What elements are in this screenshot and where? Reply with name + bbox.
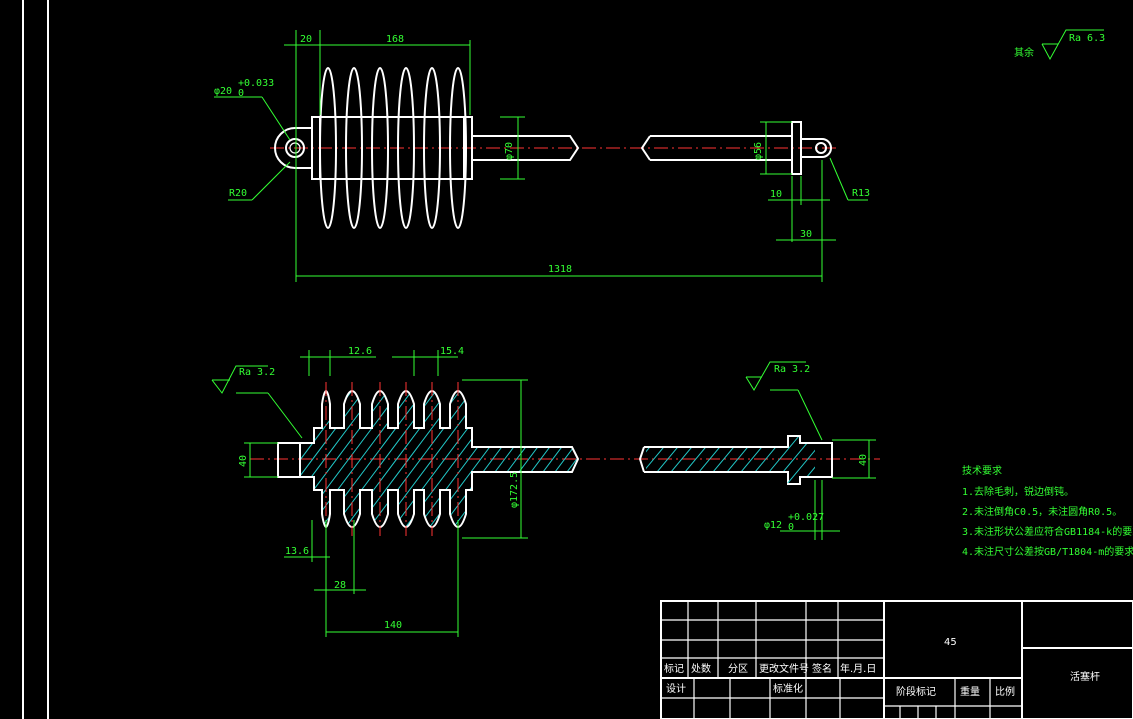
roughness-left-value: Ra 3.2 — [239, 367, 275, 378]
section-dimensions: 12.6 15.4 φ172.5 40 40 φ12 +0.027 0 13.6… — [238, 346, 876, 637]
tb-header: 标记 — [664, 663, 684, 675]
notes-item: 2.未注倒角C0.5，未注圆角R0.5。 — [962, 505, 1122, 518]
piston-disc — [319, 67, 337, 229]
dim-phi172-5: φ172.5 — [509, 472, 520, 508]
piston-disc — [449, 67, 467, 229]
dim-168: 168 — [386, 34, 404, 45]
dim-phi70: φ70 — [504, 142, 515, 160]
dim-30: 30 — [800, 229, 812, 240]
dim-10: 10 — [770, 189, 782, 200]
section-outline — [299, 390, 580, 528]
rod-left — [472, 135, 580, 161]
piston-discs-top — [319, 67, 467, 229]
roughness-rest: 其余 Ra 6.3 — [1014, 29, 1105, 61]
rod-right — [640, 135, 792, 161]
dim-15-4: 15.4 — [440, 346, 464, 357]
roughness-right-value: Ra 3.2 — [774, 364, 810, 375]
dim-phi20-tol-low: 0 — [238, 88, 244, 99]
dim-12-6: 12.6 — [348, 346, 372, 357]
roughness-rest-value: Ra 6.3 — [1069, 33, 1105, 44]
tb-scale: 比例 — [995, 685, 1015, 698]
dim-phi12: φ12 — [764, 520, 782, 531]
tb-weight: 重量 — [960, 685, 980, 698]
tb-stage: 阶段标记 — [896, 685, 936, 698]
tb-standardize: 标准化 — [773, 682, 803, 695]
roughness-rest-label: 其余 — [1014, 46, 1034, 59]
tb-header: 分区 — [728, 663, 748, 675]
dim-1318: 1318 — [548, 264, 572, 275]
tb-material: 45 — [944, 637, 957, 648]
piston-hub — [311, 116, 473, 180]
piston-disc — [423, 67, 441, 229]
dim-phi20-tol: +0.033 — [238, 78, 274, 89]
tb-header: 签名 — [812, 662, 832, 675]
dim-phi56: φ56 — [753, 142, 764, 160]
dim-r20: R20 — [229, 188, 247, 199]
section-body — [299, 382, 580, 536]
tb-header: 年.月.日 — [840, 662, 876, 675]
notes-item: 4.未注尺寸公差按GB/T1804-m的要求。 — [962, 545, 1133, 558]
top-view — [270, 67, 840, 229]
dim-28: 28 — [334, 580, 346, 591]
notes-item: 3.未注形状公差应符合GB1184-k的要求。 — [962, 525, 1133, 538]
drawing-frame — [22, 0, 49, 719]
piston-disc — [371, 67, 389, 229]
dim-13-6: 13.6 — [285, 546, 309, 557]
dim-140: 140 — [384, 620, 402, 631]
roughness-section: Ra 3.2 Ra 3.2 — [211, 361, 823, 441]
tb-design: 设计 — [666, 682, 686, 695]
dim-20: 20 — [300, 34, 312, 45]
technical-notes: 技术要求 1.去除毛刺，锐边倒钝。 2.未注倒角C0.5，未注圆角R0.5。 3… — [962, 464, 1133, 558]
notes-title: 技术要求 — [962, 464, 1002, 477]
dim-phi12-tol: +0.027 — [788, 512, 824, 523]
notes-item: 1.去除毛刺，锐边倒钝。 — [962, 485, 1074, 498]
piston-disc — [397, 67, 415, 229]
tb-header: 更改文件号 — [759, 662, 809, 675]
tb-part-name: 活塞杆 — [1070, 670, 1100, 683]
clevis-eye — [274, 127, 312, 169]
dim-r13: R13 — [852, 188, 870, 199]
tb-header: 处数 — [691, 662, 711, 675]
dim-40-left: 40 — [238, 455, 249, 467]
piston-disc — [345, 67, 363, 229]
dim-phi12-tol-low: 0 — [788, 522, 794, 533]
title-block: 标记 处数 分区 更改文件号 签名 年.月.日 设计 标准化 阶段标记 重量 比… — [660, 600, 1133, 719]
dim-40-right: 40 — [858, 454, 869, 466]
dim-phi20: φ20 — [214, 86, 232, 97]
top-dimensions: 20 168 φ20 +0.033 0 R20 φ70 φ56 10 30 R1… — [214, 30, 870, 282]
section-rod-right — [638, 435, 833, 485]
